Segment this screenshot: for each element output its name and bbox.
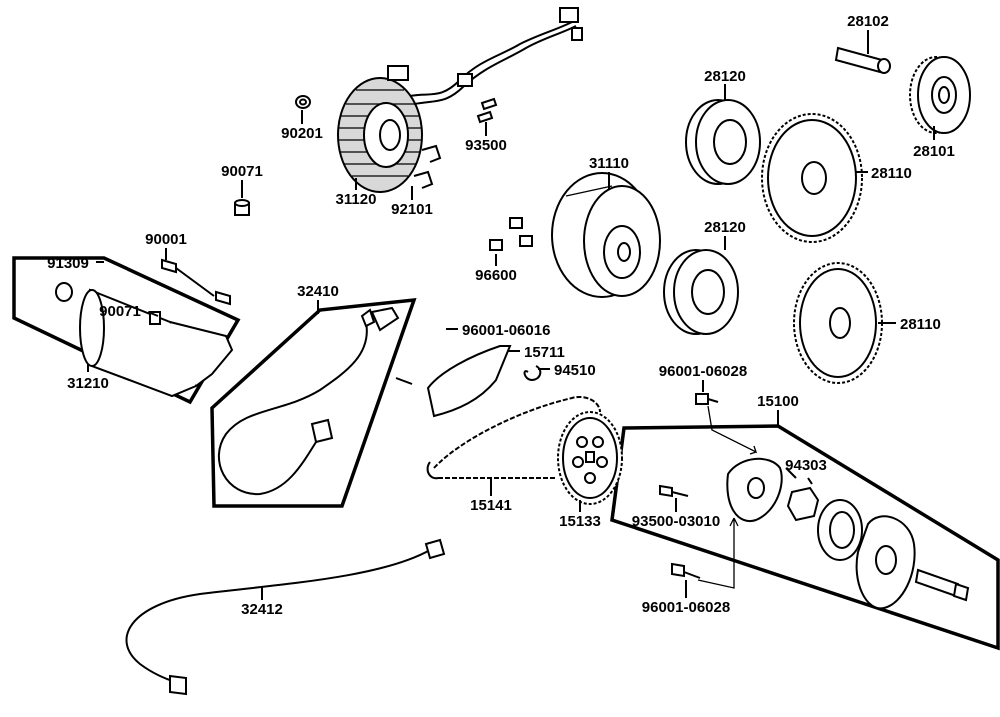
flywheel-part <box>551 172 661 298</box>
pin-94303-part <box>807 477 813 485</box>
arrow-upper-bolt <box>707 405 758 455</box>
label-15141: 15141 <box>470 497 512 514</box>
bolt-96001-06028-lower-part <box>671 562 701 579</box>
label-90201: 90201 <box>281 125 323 142</box>
label-96001-06028-upper: 96001-06028 <box>659 363 747 380</box>
label-15100: 15100 <box>757 393 799 410</box>
starter-motor-part <box>55 282 234 398</box>
bolt-96001-06016-part <box>395 377 413 385</box>
label-28120-lower: 28120 <box>704 219 746 236</box>
pump-sprocket-part <box>557 411 623 505</box>
bolts-90001-part <box>161 258 231 306</box>
oil-pump-cover-part <box>726 457 783 523</box>
label-91309: 91309 <box>47 255 89 272</box>
label-31210: 31210 <box>67 375 109 392</box>
label-31110: 31110 <box>589 155 629 172</box>
oil-pump-outer-rotor-part <box>817 499 863 561</box>
starter-clutch-upper-part <box>685 99 761 185</box>
screws-93500-part <box>476 97 498 124</box>
oil-pump-rotor-part <box>786 486 820 522</box>
oil-pump-group-box <box>610 424 1000 651</box>
bolts-96600-part <box>489 217 533 251</box>
label-28110-lower: 28110 <box>900 316 941 333</box>
battery-cable-group-box <box>210 297 417 508</box>
label-28110-upper: 28110 <box>871 165 912 182</box>
starter-clutch-lower-part <box>663 249 739 335</box>
bolt-90071-part <box>234 199 250 216</box>
label-90071-lower: 90071 <box>99 303 141 320</box>
label-92101: 92101 <box>391 201 433 218</box>
label-32410: 32410 <box>297 283 339 300</box>
label-32412: 32412 <box>241 601 283 618</box>
screw-93500-03010-part <box>659 484 689 498</box>
driven-gear-lower-part <box>793 262 883 384</box>
label-15711: 15711 <box>524 344 565 361</box>
label-31120: 31120 <box>336 191 377 208</box>
oil-pump-shaft-part <box>914 568 970 602</box>
oil-pump-body-part <box>855 515 916 610</box>
drive-chain-part <box>426 396 601 480</box>
idle-gear-part <box>909 56 971 134</box>
bolt-96001-06028-upper-part <box>695 393 719 405</box>
leader-lines <box>87 30 935 600</box>
clamps-92101-part <box>413 144 442 189</box>
label-90071-upper: 90071 <box>221 163 263 180</box>
label-96001-06028-lower: 96001-06028 <box>642 599 730 616</box>
label-93500: 93500 <box>465 137 507 154</box>
label-28102: 28102 <box>847 13 889 30</box>
starter-cable-part <box>125 538 446 696</box>
label-96001-06016: 96001-06016 <box>462 322 550 339</box>
label-28101: 28101 <box>913 143 955 160</box>
label-96600: 96600 <box>475 267 517 284</box>
label-93500-03010: 93500-03010 <box>632 513 720 530</box>
arrow-lower-bolt <box>697 517 739 589</box>
label-15133: 15133 <box>559 513 601 530</box>
clip-94510-part <box>523 365 542 382</box>
battery-cable-part <box>217 306 400 496</box>
driven-gear-upper-part <box>761 113 863 243</box>
label-94303: 94303 <box>785 457 827 474</box>
label-94510: 94510 <box>554 362 596 379</box>
washer-90201-part <box>295 95 311 109</box>
chain-guide-part <box>426 345 512 418</box>
label-28120-upper: 28120 <box>704 68 746 85</box>
stator-part <box>337 7 583 193</box>
label-90001: 90001 <box>145 231 187 248</box>
idle-gear-shaft-part <box>834 46 891 74</box>
